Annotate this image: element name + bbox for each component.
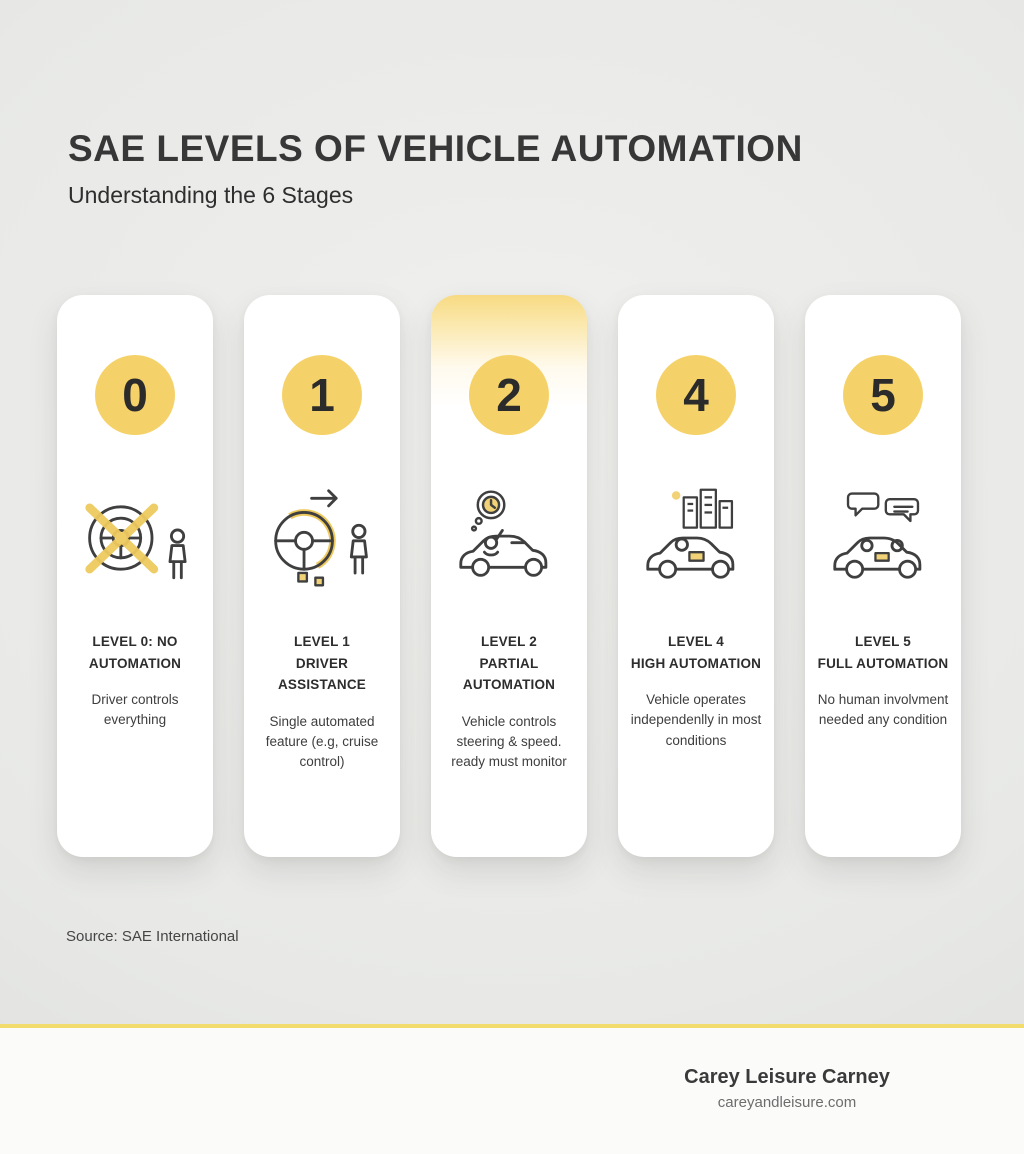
level-heading: LEVEL 2 PARTIAL AUTOMATION [462, 634, 556, 693]
level-description: Driver controls everything [91, 692, 179, 728]
level-card-2: 2 [431, 295, 587, 857]
source-attribution: Source: SAE International [66, 928, 239, 945]
level-heading: LEVEL 5 FULL AUTOMATION [817, 634, 949, 671]
level-number-badge: 5 [843, 355, 923, 435]
brand-url: careyandleisure.com [717, 1094, 857, 1111]
level-description: Single automated feature (e.g, cruise co… [265, 713, 379, 770]
autonomous-car-city-icon [631, 483, 761, 593]
header: SAE LEVELS OF VEHICLE AUTOMATION Underst… [68, 128, 803, 209]
level-description: No human involvment needed any condition [817, 692, 949, 728]
level-card-1: 1 [244, 295, 400, 857]
driver-monitoring-car-icon [444, 483, 574, 593]
steering-wheel-assist-icon [257, 483, 387, 593]
level-number: 5 [870, 369, 896, 421]
level-card-5: 5 [805, 295, 961, 857]
brand-name: Carey Leisure Carney [684, 1066, 890, 1088]
footer-strip [0, 1028, 1024, 1154]
page-title: SAE LEVELS OF VEHICLE AUTOMATION [68, 128, 803, 169]
level-card-0: 0 [57, 295, 213, 857]
level-number-badge: 4 [656, 355, 736, 435]
level-card-4: 4 [618, 295, 774, 857]
level-description: Vehicle operates independenlly in most c… [630, 692, 762, 748]
page-subtitle: Understanding the 6 Stages [68, 182, 354, 208]
footer-divider-line [0, 1024, 1024, 1028]
brand-block: Carey Leisure Carney careyandleisure.com [627, 1066, 947, 1111]
level-number-badge: 1 [282, 355, 362, 435]
level-cards-row: 0 [57, 295, 961, 857]
steering-wheel-crossed-icon [70, 483, 200, 593]
level-number-badge: 0 [95, 355, 175, 435]
level-number: 2 [496, 369, 522, 421]
level-heading: LEVEL 1 DRIVER ASSISTANCE [277, 634, 366, 693]
passengers-chatting-car-icon [818, 483, 948, 593]
level-number-badge: 2 [469, 355, 549, 435]
level-heading: LEVEL 0: NO AUTOMATION [88, 634, 182, 671]
level-number: 4 [683, 369, 709, 421]
level-number: 0 [122, 369, 148, 421]
level-description: Vehicle controls steering & speed. ready… [451, 713, 567, 770]
level-heading: LEVEL 4 HIGH AUTOMATION [630, 634, 762, 671]
level-number: 1 [309, 369, 335, 421]
